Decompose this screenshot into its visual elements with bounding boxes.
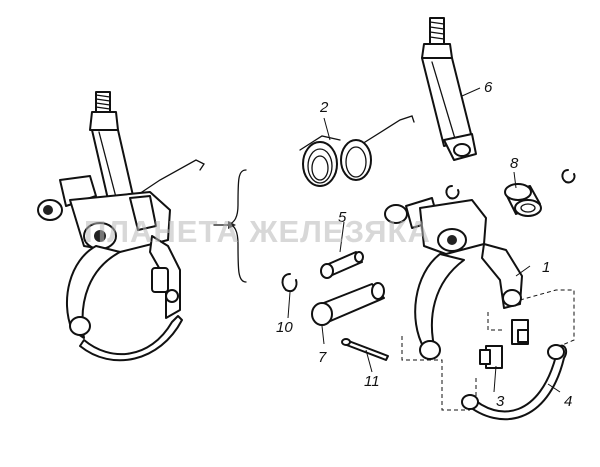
callout-7: 7 [318,349,327,366]
watermark-text: ПЛАНЕТА ЖЕЛЕЗЯКА [84,214,431,249]
dash-lines [401,289,575,411]
callout-2: 2 [319,99,329,116]
assembled-lever [37,175,171,253]
callout-3: 3 [496,393,505,410]
part-2-spring [299,115,415,187]
part-6-cylinder [421,17,477,161]
assembled-fork [65,235,181,339]
part-11-cotter [341,338,389,361]
circlip-left [281,273,298,292]
arrow [213,221,236,229]
callout-5: 5 [338,209,347,226]
part-1-fork [384,197,523,360]
assembled-stud [89,91,135,209]
part-5-pin [320,251,364,279]
callout-10: 10 [276,319,293,336]
callout-8: 8 [510,155,519,172]
assembled-band [79,315,183,362]
part-3-blocks [479,319,529,369]
circlip-upper-right [561,169,576,184]
callout-1: 1 [542,259,550,276]
assembled-spring-wire [129,159,205,201]
callout-4: 4 [564,393,572,410]
callout-6: 6 [484,79,493,96]
callout-11: 11 [364,373,380,390]
part-8-bushing [504,183,542,217]
part-4-band [461,344,568,421]
assembled-view [37,91,205,362]
part-7-bigpin [311,282,385,326]
circlip-upper-left [445,185,460,200]
leader-lines [287,87,561,393]
